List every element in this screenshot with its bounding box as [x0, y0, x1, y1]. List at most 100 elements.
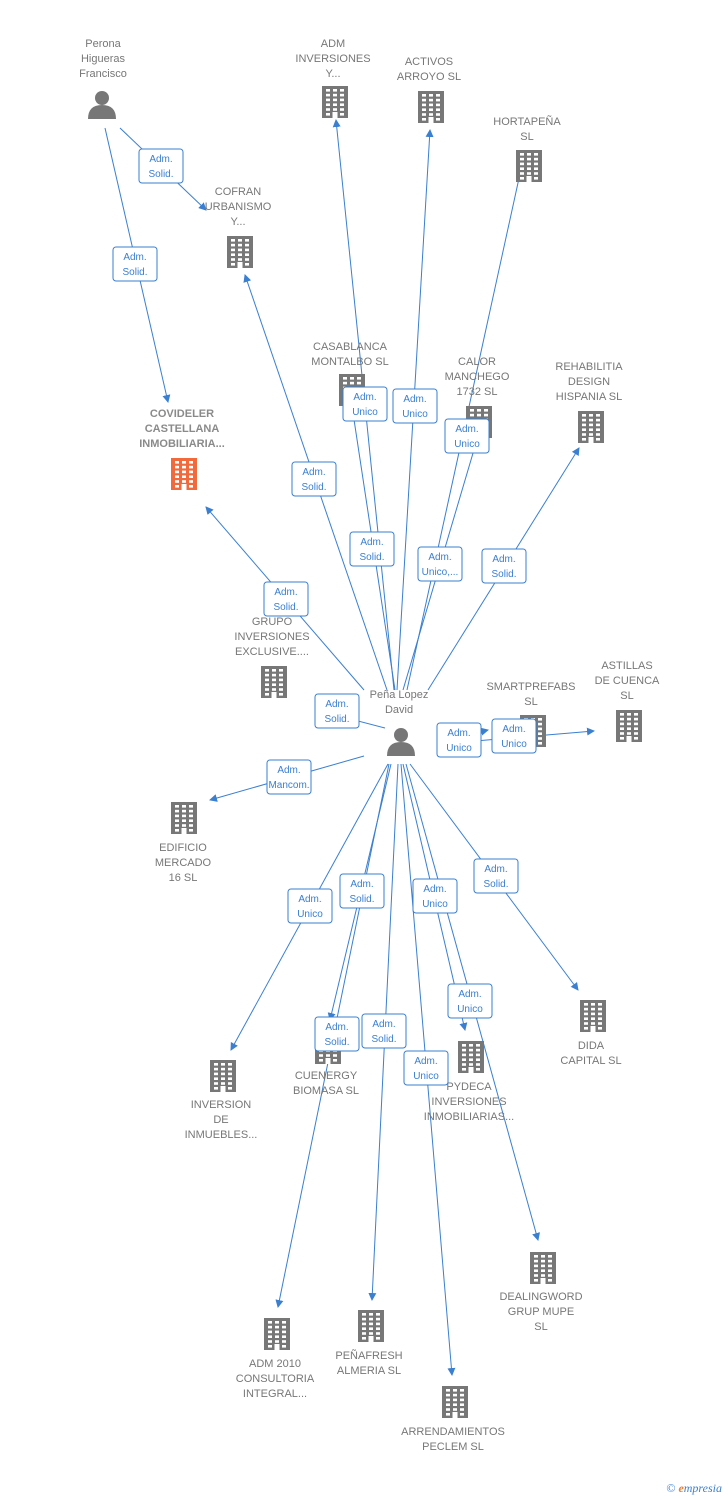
- node-label-line: MERCADO: [155, 857, 212, 869]
- edge-label-line: Unico: [454, 439, 480, 450]
- edge-label-perona-covideler[interactable]: Adm.Solid.: [112, 246, 158, 282]
- edge-label-pena-inversion[interactable]: Adm.Unico: [287, 888, 333, 924]
- node-edificio[interactable]: EDIFICIO MERCADO 16 SL: [155, 802, 212, 884]
- node-label-line: INMOBILIARIA...: [139, 438, 225, 450]
- node-label-line: INVERSIONES: [234, 631, 309, 643]
- edge-label-line: Adm.: [353, 392, 376, 403]
- node-label-line: David: [385, 704, 413, 716]
- edge-label-line: Solid.: [273, 602, 298, 613]
- brand-e: e: [678, 1481, 684, 1495]
- building-icon: [358, 1310, 384, 1342]
- edge-label-line: Adm.: [458, 989, 481, 1000]
- building-icon: [171, 458, 197, 490]
- node-label-line: CASTELLANA: [145, 423, 220, 435]
- edge-label-pena-grupo[interactable]: Adm.Solid.: [314, 693, 360, 729]
- edge-label-box: [314, 1016, 360, 1052]
- node-label-line: 1732 SL: [457, 386, 498, 398]
- building-icon: [227, 236, 253, 268]
- node-label-line: 16 SL: [169, 872, 198, 884]
- node-label-line: Higueras: [81, 53, 126, 65]
- node-inversion[interactable]: INVERSIONDEINMUEBLES...: [185, 1060, 258, 1141]
- edge-label-pena-pydeca[interactable]: Adm.Unico: [412, 878, 458, 914]
- building-icon: [322, 86, 348, 118]
- node-label-line: SL: [520, 131, 533, 143]
- edge-label-box: [287, 888, 333, 924]
- edge-label-pena-dida[interactable]: Adm.Solid.: [473, 858, 519, 894]
- edge-label-line: Adm.: [414, 1056, 437, 1067]
- edge-label-box: [138, 148, 184, 184]
- building-icon: [171, 802, 197, 834]
- building-icon: [261, 666, 287, 698]
- edge-label-line: Unico: [446, 743, 472, 754]
- edge-label-pena-activos[interactable]: Adm.Unico: [392, 388, 438, 424]
- edge-label-perona-cofran[interactable]: Adm.Solid.: [138, 148, 184, 184]
- edge-label-pena-dealing[interactable]: Adm.Unico: [447, 983, 493, 1019]
- edge-label-box: [412, 878, 458, 914]
- edge-label-pena-cuenergy[interactable]: Adm.Solid.: [339, 873, 385, 909]
- building-icon: [418, 91, 444, 123]
- building-icon: [580, 1000, 606, 1032]
- edge-label-box: [266, 759, 312, 795]
- edge-label-box: [473, 858, 519, 894]
- node-label-line: MONTALBO SL: [311, 356, 388, 368]
- edge-label-line: Mancom.: [268, 780, 309, 791]
- edge-label-line: Unico: [422, 899, 448, 910]
- edge-label-box: [444, 418, 490, 454]
- edge-label-line: Unico: [352, 407, 378, 418]
- empresia-brand[interactable]: ©empresia: [666, 1481, 722, 1496]
- node-label-line: INVERSIONES: [431, 1096, 506, 1108]
- edge-label-pena-astillas[interactable]: Adm.Unico: [491, 718, 537, 754]
- node-cofran[interactable]: COFRANURBANISMOY...: [205, 186, 272, 268]
- node-label-line: SL: [534, 1321, 547, 1333]
- node-pydeca[interactable]: PYDECAINVERSIONESINMOBILIARIAS...: [424, 1041, 514, 1123]
- node-adm_inv[interactable]: ADMINVERSIONESY...: [295, 38, 371, 118]
- node-label-line: CAPITAL SL: [560, 1055, 621, 1067]
- node-grupo[interactable]: GRUPOINVERSIONESEXCLUSIVE....: [234, 616, 310, 698]
- node-covideler[interactable]: COVIDELERCASTELLANAINMOBILIARIA...: [139, 408, 225, 490]
- node-label-line: DEALINGWORD: [499, 1291, 582, 1303]
- building-icon: [516, 150, 542, 182]
- edge-label-line: Solid.: [324, 1037, 349, 1048]
- node-label-line: URBANISMO: [205, 201, 272, 213]
- node-label-line: DE CUENCA: [595, 675, 660, 687]
- edge-label-box: [263, 581, 309, 617]
- edge-label-pena-penafresh[interactable]: Adm.Solid.: [361, 1013, 407, 1049]
- node-label-line: INMUEBLES...: [185, 1129, 258, 1141]
- edge-label-pena-hortapena[interactable]: Adm.Unico,...: [417, 546, 463, 582]
- edge-label-line: Adm.: [484, 864, 507, 875]
- node-label-line: CUENERGY: [295, 1070, 358, 1082]
- edge-label-pena-cofran[interactable]: Adm.Solid.: [291, 461, 337, 497]
- edge-label-box: [314, 693, 360, 729]
- edge-label-pena-adm_inv[interactable]: Adm.Solid.: [349, 531, 395, 567]
- edge-label-pena-edificio[interactable]: Adm. Mancom.: [266, 759, 312, 795]
- edge-label-box: [403, 1050, 449, 1086]
- node-label-line: SMARTPREFABS: [486, 681, 575, 693]
- node-label-line: SL: [524, 696, 537, 708]
- edge-label-pena-casablanca[interactable]: Adm. Unico: [342, 386, 388, 422]
- edge-label-pena-rehab[interactable]: Adm.Solid.: [481, 548, 527, 584]
- edge-label-box: [481, 548, 527, 584]
- node-label-line: HISPANIA SL: [556, 391, 622, 403]
- person-icon: [88, 91, 116, 119]
- node-label-line: EDIFICIO: [159, 842, 207, 854]
- node-adm2010[interactable]: ADM 2010CONSULTORIAINTEGRAL...: [236, 1318, 315, 1400]
- edge-label-pena-calor[interactable]: Adm.Unico: [444, 418, 490, 454]
- person-icon: [387, 728, 415, 756]
- edge-label-line: Solid.: [324, 714, 349, 725]
- edge-label-pena-smart[interactable]: Adm.Unico: [436, 722, 482, 758]
- edge-label-line: Adm.: [277, 765, 300, 776]
- node-label-line: REHABILITIA: [555, 361, 623, 373]
- edge-label-pena-arrend[interactable]: Adm.Unico: [403, 1050, 449, 1086]
- edge-label-pena-covideler[interactable]: Adm.Solid.: [263, 581, 309, 617]
- edge-label-pena-adm2010[interactable]: Adm.Solid.: [314, 1016, 360, 1052]
